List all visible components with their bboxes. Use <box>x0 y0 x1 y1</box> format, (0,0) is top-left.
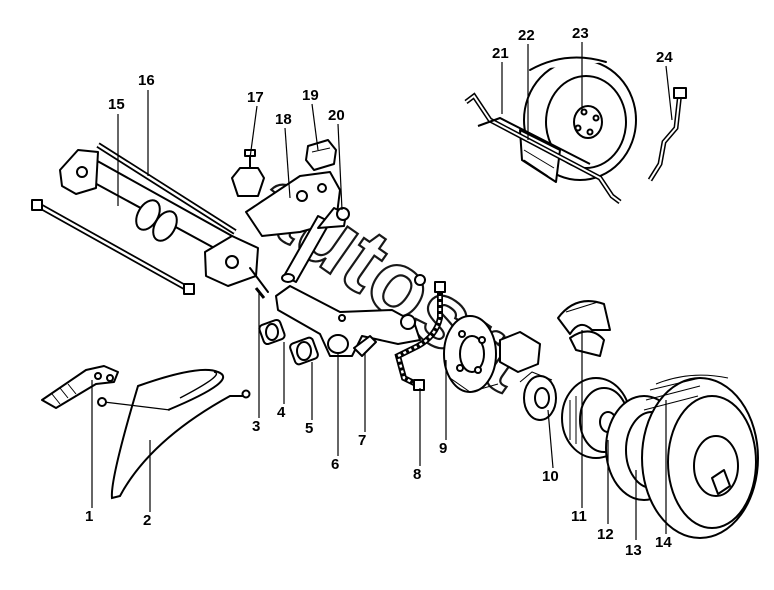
upper-mount-17 <box>231 167 265 197</box>
callout-11: 11 <box>571 508 587 525</box>
stub-3 <box>254 287 266 299</box>
hub-10 <box>499 331 557 421</box>
leader-20 <box>337 123 343 211</box>
bump-stop-19 <box>305 139 337 171</box>
callout-numbers: 1 2 3 4 5 6 7 8 9 10 11 12 13 14 15 16 1… <box>85 25 673 559</box>
callout-13: 13 <box>625 542 642 559</box>
handbrake-cable-2 <box>97 368 251 500</box>
callout-23: 23 <box>572 25 589 42</box>
callout-6: 6 <box>331 456 339 473</box>
leader-10 <box>547 409 554 469</box>
trailing-arm <box>275 285 421 357</box>
callout-8: 8 <box>413 466 421 483</box>
spare-wheel-carrier <box>464 56 687 204</box>
callout-2: 2 <box>143 512 151 529</box>
callout-5: 5 <box>305 420 313 437</box>
callout-12: 12 <box>597 526 614 543</box>
leader-lines <box>91 42 673 540</box>
callout-20: 20 <box>328 107 345 124</box>
callout-3: 3 <box>252 418 260 435</box>
rear-axle-beam <box>31 142 269 295</box>
callout-10: 10 <box>542 468 559 485</box>
bolt-7 <box>353 335 377 357</box>
callout-22: 22 <box>518 27 535 44</box>
callout-15: 15 <box>108 96 125 113</box>
backing-plate-9 <box>443 315 499 393</box>
callout-7: 7 <box>358 432 366 449</box>
callout-1: 1 <box>85 508 93 525</box>
hook-24 <box>647 91 683 182</box>
callout-14: 14 <box>655 534 672 551</box>
leader-24 <box>665 65 673 121</box>
brake-pipe-8 <box>394 274 446 391</box>
leader-17 <box>249 105 258 159</box>
brake-shoes-11 <box>557 300 611 357</box>
bearings <box>254 287 319 366</box>
shock-mount-assembly <box>231 139 350 283</box>
callout-17: 17 <box>247 89 264 106</box>
cable <box>110 368 244 500</box>
callout-19: 19 <box>302 87 319 104</box>
hubcap-logo-icon <box>711 469 731 495</box>
callout-9: 9 <box>439 440 447 457</box>
callout-21: 21 <box>492 45 509 62</box>
callout-18: 18 <box>275 111 292 128</box>
leader-18 <box>284 127 291 199</box>
handbrake-lever-1 <box>41 365 119 409</box>
callout-4: 4 <box>277 404 286 421</box>
callout-24: 24 <box>656 49 673 66</box>
wheel-cylinder <box>499 331 541 373</box>
trailing-arm-6 <box>275 285 421 357</box>
leader-19 <box>311 103 319 151</box>
tyre-14 <box>641 374 759 539</box>
callout-16: 16 <box>138 72 155 89</box>
shoe-upper <box>557 300 611 335</box>
